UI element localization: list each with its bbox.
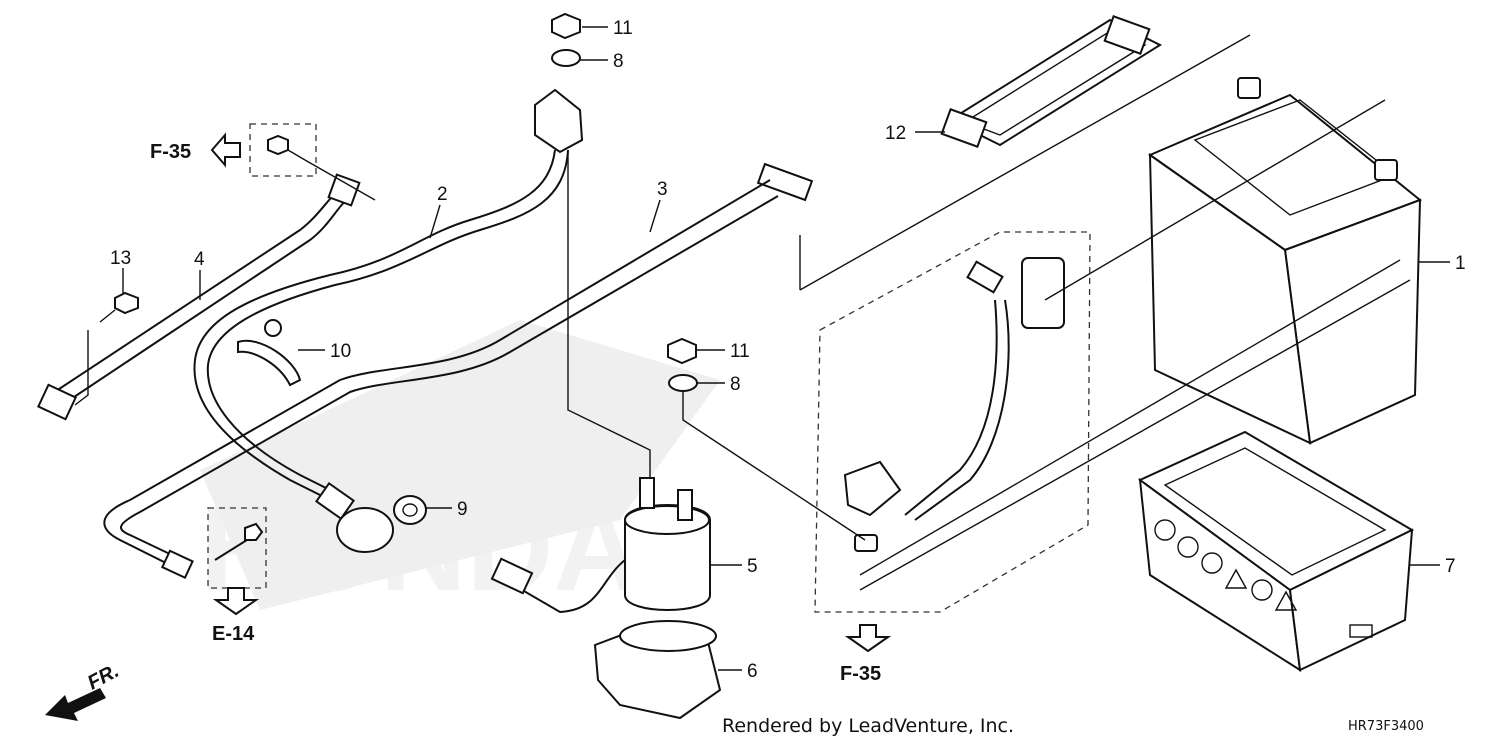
bolt-bottom[interactable] [214,522,264,561]
bolt-13[interactable] [99,291,139,323]
ref-f35-bottom[interactable]: F-35 [840,663,881,685]
bolt-leader [74,330,89,406]
front-direction-label: FR. [84,660,123,695]
shaded-region [200,320,720,610]
callout-12: 12 [885,123,906,144]
arrow-f35-bottom[interactable] [844,624,892,653]
subharness-boundary [814,231,1091,613]
arrow-e14[interactable] [212,587,260,616]
rendered-by-credit: Rendered by LeadVenture, Inc. [722,715,1014,737]
callout-5: 5 [747,556,758,577]
washer-mid[interactable] [668,374,698,392]
callout-9: 9 [457,499,468,520]
ref-f35-top-left[interactable]: F-35 [150,141,191,163]
callout-10: 10 [330,341,351,362]
battery[interactable] [1147,77,1422,445]
front-direction-arrow [45,688,106,721]
nut-mid[interactable] [667,337,697,365]
grommet[interactable] [393,495,427,525]
callout-6: 6 [747,661,758,682]
callout-7: 7 [1445,556,1456,577]
battery-leader-d [859,259,1401,576]
ground-cable[interactable] [103,162,814,579]
bolt-top-leader [304,159,376,201]
battery-leader-a [799,34,1251,291]
relay-cover[interactable] [593,620,722,720]
nut-top[interactable] [551,12,581,40]
bolt-box-top [249,123,317,177]
callout-2: 2 [437,184,448,205]
cable-band[interactable] [237,319,302,387]
callout-13: 13 [110,248,131,269]
callout-3: 3 [657,179,668,200]
callout-11-mid: 11 [730,341,750,362]
arrow-f35-top-left[interactable] [210,132,241,168]
battery-leader-e [859,279,1411,591]
ref-e14[interactable]: E-14 [212,623,255,645]
callout-8-mid: 8 [730,374,741,395]
callout-8-top: 8 [613,51,624,72]
negative-cable[interactable] [37,173,361,421]
battery-leader-c [1044,99,1386,301]
starter-relay[interactable] [490,477,711,614]
bolt-top[interactable] [267,134,306,161]
washer-leader [682,392,866,541]
battery-box[interactable] [1138,430,1415,672]
subharness[interactable] [843,257,1065,552]
callout-leaders [122,26,1450,671]
cable-leader [567,150,651,480]
washer-top[interactable] [551,49,581,67]
diagram-code: HR73F3400 [1348,719,1424,734]
callout-4: 4 [194,249,205,270]
battery-band[interactable] [940,15,1163,148]
starter-cable[interactable] [193,88,584,553]
callout-1: 1 [1455,253,1466,274]
callout-11-top: 11 [613,18,633,39]
